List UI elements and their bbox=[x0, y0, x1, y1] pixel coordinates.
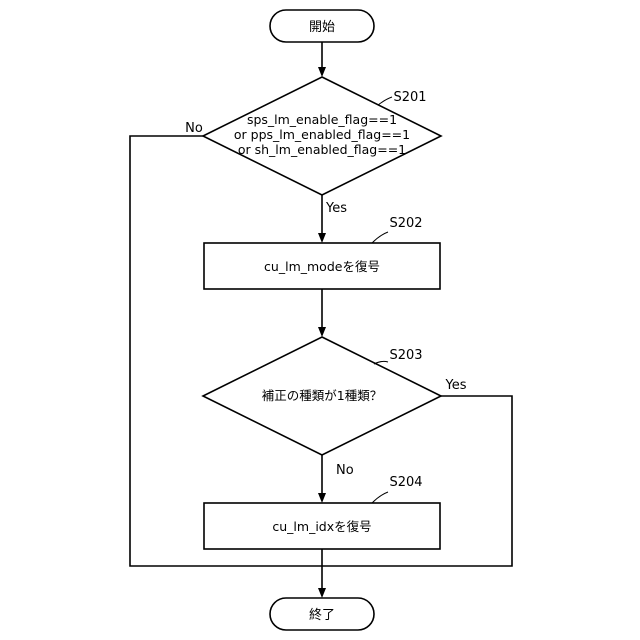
process-s202: cu_lm_modeを復号 bbox=[204, 243, 440, 289]
s201-yes-label: Yes bbox=[325, 201, 347, 216]
s201-no-label: No bbox=[185, 121, 203, 136]
start-terminal: 開始 bbox=[270, 10, 374, 42]
s204-step-id: S204 bbox=[389, 475, 422, 490]
s202-step-leader bbox=[372, 232, 388, 243]
start-label: 開始 bbox=[309, 20, 335, 35]
s204-label: cu_lm_idxを復号 bbox=[272, 519, 371, 534]
s202-label: cu_lm_modeを復号 bbox=[264, 259, 380, 274]
arrow-s201-s202 bbox=[318, 233, 326, 243]
end-terminal: 終了 bbox=[270, 598, 374, 630]
s203-step-id: S203 bbox=[389, 348, 422, 363]
arrow-start-s201 bbox=[318, 67, 326, 77]
arrow-merge-end bbox=[318, 588, 326, 598]
s201-condition-line-3: or sh_lm_enabled_flag==1 bbox=[238, 142, 406, 157]
arrow-s202-s203 bbox=[318, 327, 326, 337]
process-s204: cu_lm_idxを復号 bbox=[204, 503, 440, 549]
end-label: 終了 bbox=[309, 607, 335, 623]
s203-condition: 補正の種類が1種類？ bbox=[262, 388, 382, 403]
s202-step-id: S202 bbox=[389, 216, 422, 231]
s201-condition-line-1: sps_lm_enable_flag==1 bbox=[247, 112, 397, 127]
arrow-s203-s204 bbox=[318, 493, 326, 503]
s201-step-leader bbox=[378, 97, 392, 105]
s203-no-label: No bbox=[336, 463, 354, 478]
s203-yes-label: Yes bbox=[445, 378, 467, 393]
s201-condition-line-2: or pps_lm_enabled_flag==1 bbox=[234, 127, 410, 142]
s204-step-leader bbox=[372, 492, 388, 503]
s201-step-id: S201 bbox=[393, 90, 426, 105]
